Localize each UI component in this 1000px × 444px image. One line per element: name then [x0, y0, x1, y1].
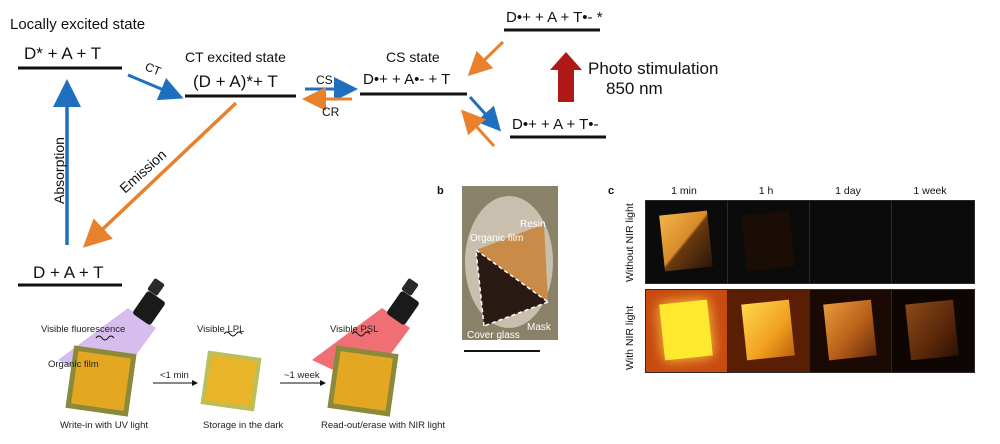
arrow-cr-label: CR	[322, 105, 340, 119]
film-write-in	[65, 345, 137, 417]
col-header-1-h: 1 h	[758, 185, 774, 197]
row-header-without-nir: Without NIR light	[624, 203, 636, 282]
photo-without-1-min	[645, 200, 729, 284]
photo-with-1-day	[809, 289, 893, 373]
ct-excited-title: CT excited state	[185, 49, 286, 65]
fluorescence-label: Visible fluorescence	[41, 324, 126, 335]
step2-label: Storage in the dark	[203, 420, 284, 431]
step-arrow-2-label: ~1 week	[284, 370, 320, 381]
cs-state-level: D•+ + A•- + T	[363, 71, 451, 88]
film-label: Organic film	[48, 359, 99, 370]
panel-c-letter: c	[608, 185, 615, 197]
arrow-absorption-label: Absorption	[51, 137, 67, 204]
upper-trap-to-cs-arrow	[467, 40, 505, 77]
locally-excited-level: D* + A + T	[24, 44, 102, 63]
step3-label: Read-out/erase with NIR light	[321, 420, 446, 431]
col-header-1-day: 1 day	[835, 185, 861, 197]
trap-to-cs-arrow	[460, 109, 496, 148]
col-header-1-min: 1 min	[671, 185, 697, 197]
ct-excited-level: (D + A)*+ T	[193, 72, 278, 91]
psl-label: Visible PSL	[330, 324, 379, 335]
locally-excited-title: Locally excited state	[10, 16, 146, 33]
film-read-out	[327, 345, 399, 417]
panel-b-letter: b	[437, 185, 444, 197]
photo-without-1-h	[727, 200, 811, 284]
row-header-with-nir: With NIR light	[624, 305, 636, 370]
photo-without-1-week	[891, 200, 975, 284]
photo-stimulation-label: Photo stimulation	[588, 59, 719, 78]
step1-label: Write-in with UV light	[60, 420, 148, 431]
fluorescence-wave-icon	[95, 335, 115, 341]
trap-level: D•+ + A + T•-	[512, 116, 599, 133]
film-storage	[200, 350, 262, 412]
lpl-label: Visible LPL	[197, 324, 245, 335]
photo-wavelength-label: 850 nm	[606, 79, 663, 98]
lpl-wave-icon	[223, 331, 243, 337]
cover-glass-label: Cover glass	[467, 330, 520, 341]
upper-trap-level: D•+ + A + T•- *	[506, 9, 603, 26]
photo-stimulation-arrow	[550, 52, 582, 102]
cs-state-title: CS state	[386, 49, 440, 65]
photo-with-1-week	[891, 289, 975, 373]
panel-b-photo	[462, 186, 558, 340]
ground-level: D + A + T	[33, 263, 104, 282]
photo-with-1-h	[727, 289, 811, 373]
psl-wave-icon	[351, 331, 371, 337]
organic-film-label: Organic film	[470, 233, 524, 244]
arrow-cs-label: CS	[316, 73, 333, 87]
emission-arrow	[82, 101, 238, 248]
col-header-1-week: 1 week	[913, 185, 947, 197]
photo-with-1-min	[645, 289, 729, 373]
step-arrow-1-label: <1 min	[160, 370, 189, 381]
ct-arrow	[127, 73, 184, 101]
photo-without-1-day	[809, 200, 893, 284]
resin-label: Resin	[520, 219, 546, 230]
mask-label: Mask	[527, 322, 551, 333]
